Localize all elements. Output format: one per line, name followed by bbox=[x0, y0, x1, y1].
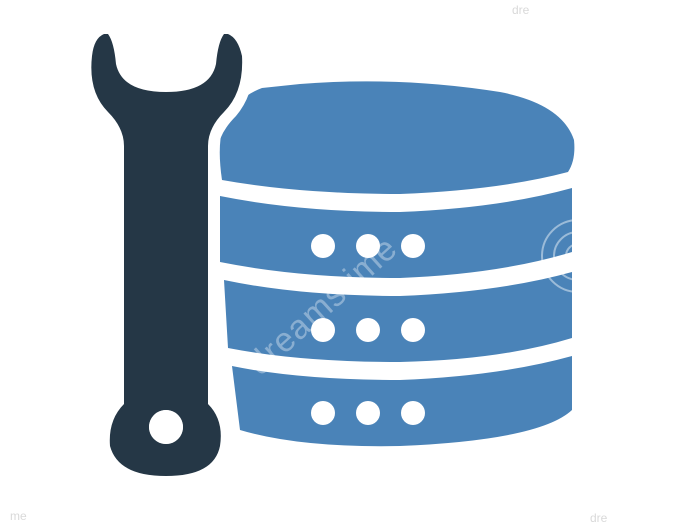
watermark-corner-bottom-right: dre bbox=[590, 511, 608, 525]
status-dot bbox=[401, 401, 425, 425]
status-dot bbox=[356, 234, 380, 258]
watermark-corner-bottom-left: me bbox=[10, 509, 27, 523]
database-tier-1 bbox=[220, 188, 572, 278]
status-dot bbox=[356, 318, 380, 342]
database-dots bbox=[311, 234, 425, 425]
wrench-icon bbox=[91, 34, 243, 476]
wrench-hole bbox=[149, 410, 183, 444]
database-tier-3 bbox=[232, 356, 572, 447]
watermark-logo-ring bbox=[541, 219, 615, 293]
status-dot bbox=[311, 318, 335, 342]
status-dot bbox=[356, 401, 380, 425]
watermark-corner-top-right: dre bbox=[512, 3, 530, 17]
status-dot bbox=[311, 234, 335, 258]
watermark-logo-ring bbox=[565, 243, 591, 269]
database-icon bbox=[219, 81, 575, 447]
database-tier-2 bbox=[224, 272, 572, 362]
status-dot bbox=[401, 234, 425, 258]
database-top bbox=[219, 81, 575, 194]
status-dot bbox=[401, 318, 425, 342]
watermark-logo-ring bbox=[553, 231, 603, 281]
status-dot bbox=[311, 401, 335, 425]
